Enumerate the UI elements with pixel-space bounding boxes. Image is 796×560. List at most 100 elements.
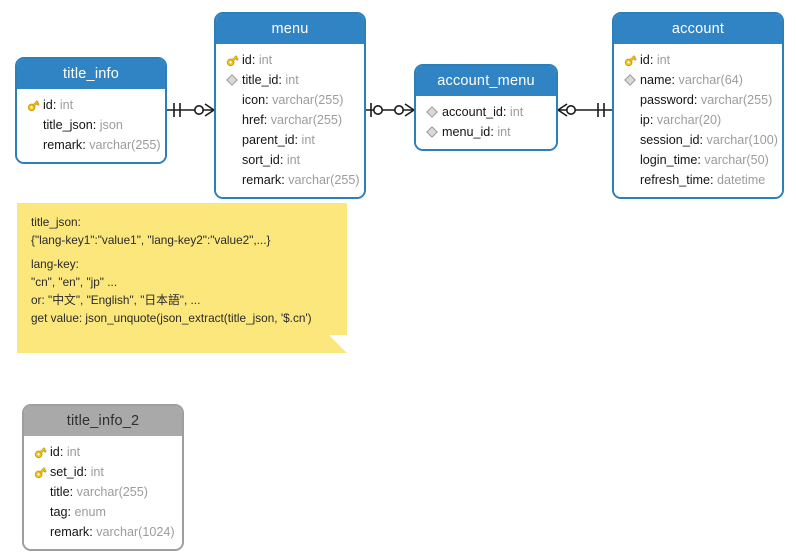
field-row[interactable]: session_id: varchar(100) — [614, 130, 782, 150]
field-separator: : — [278, 73, 286, 87]
field-row[interactable]: remark: varchar(255) — [216, 170, 364, 190]
field-row[interactable]: id: int — [216, 50, 364, 70]
field-icon-none — [620, 151, 640, 169]
entity-title-title_info: title_info — [17, 59, 165, 89]
note-fold-corner-icon — [329, 335, 347, 353]
field-name: remark — [242, 173, 282, 187]
field-name: tag — [50, 505, 68, 519]
field-row[interactable]: title: varchar(255) — [24, 482, 182, 502]
field-name: login_time — [640, 153, 698, 167]
sticky-note[interactable]: title_json:{"lang-key1":"value1", "lang-… — [17, 203, 347, 353]
field-name: account_id — [442, 105, 503, 119]
field-row[interactable]: refresh_time: datetime — [614, 170, 782, 190]
field-type: varchar(255) — [270, 113, 343, 127]
field-row[interactable]: remark: varchar(255) — [17, 135, 165, 155]
field-name: href — [242, 113, 264, 127]
foreign-key-icon — [422, 123, 442, 141]
field-name: set_id — [50, 465, 84, 479]
field-row[interactable]: password: varchar(255) — [614, 90, 782, 110]
field-icon-none — [222, 131, 242, 149]
field-name: parent_id — [242, 133, 295, 147]
primary-key-icon — [30, 443, 50, 461]
relationship-account_menu-account — [557, 103, 612, 117]
field-row[interactable]: set_id: int — [24, 462, 182, 482]
relationship-title_info-menu — [167, 103, 215, 117]
field-separator: : — [671, 73, 679, 87]
field-separator: : — [89, 525, 97, 539]
field-separator: : — [67, 505, 75, 519]
field-row[interactable]: login_time: varchar(50) — [614, 150, 782, 170]
field-separator: : — [83, 465, 91, 479]
field-separator: : — [710, 173, 717, 187]
field-row[interactable]: parent_id: int — [216, 130, 364, 150]
field-row[interactable]: id: int — [17, 95, 165, 115]
field-separator: : — [279, 153, 287, 167]
field-row[interactable]: menu_id: int — [416, 122, 556, 142]
field-icon-none — [222, 111, 242, 129]
field-icon-none — [620, 111, 640, 129]
field-separator: : — [265, 93, 273, 107]
field-row[interactable]: title_json: json — [17, 115, 165, 135]
field-type: int — [301, 133, 315, 147]
field-icon-none — [30, 483, 50, 501]
entity-title-account_menu: account_menu — [416, 66, 556, 96]
field-row[interactable]: tag: enum — [24, 502, 182, 522]
note-line: or: "中文", "English", "日本語", ... — [31, 293, 201, 307]
field-name: ip — [640, 113, 650, 127]
field-separator: : — [490, 125, 498, 139]
field-separator: : — [281, 173, 289, 187]
field-separator: : — [263, 113, 271, 127]
field-row[interactable]: sort_id: int — [216, 150, 364, 170]
field-name: sort_id — [242, 153, 280, 167]
entity-title-menu: menu — [216, 14, 364, 44]
field-separator: : — [82, 138, 90, 152]
field-row[interactable]: href: varchar(255) — [216, 110, 364, 130]
field-row[interactable]: icon: varchar(255) — [216, 90, 364, 110]
field-icon-none — [222, 91, 242, 109]
field-name: title_id — [242, 73, 279, 87]
field-name: password — [640, 93, 694, 107]
field-icon-none — [222, 151, 242, 169]
field-icon-none — [30, 503, 50, 521]
field-name: icon — [242, 93, 266, 107]
field-row[interactable]: remark: varchar(1024) — [24, 522, 182, 542]
field-row[interactable]: account_id: int — [416, 102, 556, 122]
field-separator: : — [502, 105, 510, 119]
field-separator: : — [92, 118, 100, 132]
field-type: varchar(50) — [704, 153, 769, 167]
foreign-key-icon — [422, 103, 442, 121]
field-type: varchar(20) — [656, 113, 722, 127]
field-type: int — [59, 98, 74, 112]
field-separator: : — [697, 153, 705, 167]
field-type: varchar(255) — [700, 93, 773, 107]
field-name: title — [50, 485, 70, 499]
field-row[interactable]: title_id: int — [216, 70, 364, 90]
entity-title-account: account — [614, 14, 782, 44]
field-separator: : — [251, 53, 259, 67]
field-icon-none — [30, 523, 50, 541]
field-name: remark — [50, 525, 90, 539]
field-type: int — [90, 465, 104, 479]
field-icon-none — [23, 116, 43, 134]
field-type: varchar(64) — [678, 73, 743, 87]
field-type: int — [509, 105, 524, 119]
field-row[interactable]: id: int — [24, 442, 182, 462]
field-row[interactable]: name: varchar(64) — [614, 70, 782, 90]
field-icon-none — [620, 171, 640, 189]
field-separator: : — [294, 133, 302, 147]
field-row[interactable]: ip: varchar(20) — [614, 110, 782, 130]
field-row[interactable]: id: int — [614, 50, 782, 70]
field-name: remark — [43, 138, 83, 152]
relationship-menu-account_menu — [366, 103, 415, 117]
field-type: varchar(255) — [76, 485, 149, 499]
field-separator: : — [59, 445, 67, 459]
